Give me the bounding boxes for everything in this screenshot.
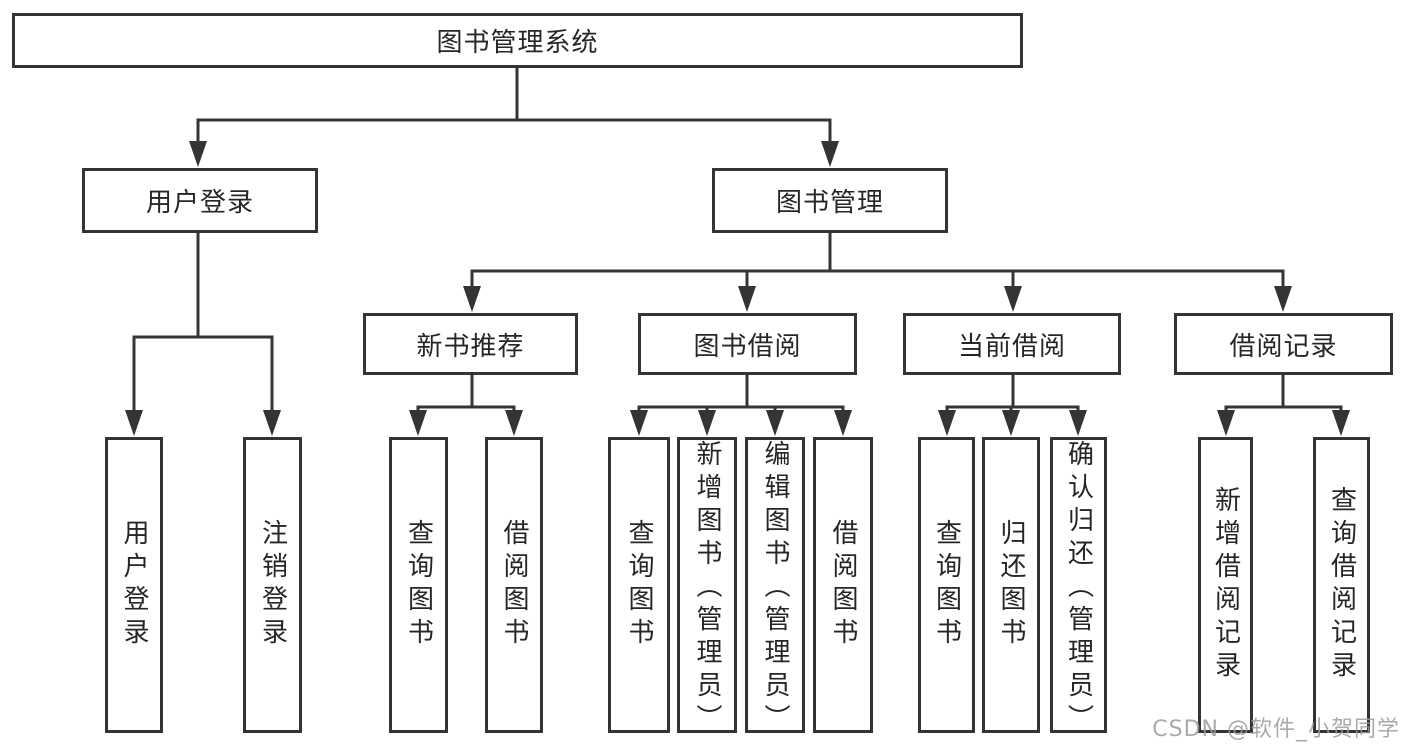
arrowhead-icon (1332, 410, 1350, 436)
arrowhead-icon (189, 141, 207, 167)
arrowhead-icon (409, 410, 427, 436)
leaf-borrow-edit-books-admin: 编辑图书（管理员） (745, 437, 805, 737)
leaf-borrow-add-books-admin: 新增图书（管理员） (677, 437, 737, 737)
leaf-logout: 注销登录 (243, 437, 302, 733)
arrowhead-icon (834, 410, 852, 436)
arrowhead-icon (505, 410, 523, 436)
arrowhead-icon (821, 141, 839, 167)
arrowhead-icon (1002, 410, 1020, 436)
arrowhead-icon (630, 410, 648, 436)
leaf-current-confirm-return-admin: 确认归还（管理员） (1050, 437, 1107, 737)
arrowhead-icon (125, 410, 143, 436)
node-current-borrow: 当前借阅 (903, 313, 1121, 375)
arrowhead-icon (463, 286, 481, 312)
leaf-borrow-query-books: 查询图书 (608, 437, 670, 733)
node-borrow-records: 借阅记录 (1174, 313, 1393, 375)
node-book-management: 图书管理 (712, 168, 948, 233)
node-user-login: 用户登录 (82, 168, 318, 233)
arrowhead-icon (1274, 286, 1292, 312)
arrowhead-icon (698, 410, 716, 436)
node-book-borrow: 图书借阅 (638, 313, 857, 375)
leaf-newbook-borrow-books: 借阅图书 (485, 437, 543, 733)
arrowhead-icon (1217, 410, 1235, 436)
leaf-records-query-record: 查询借阅记录 (1313, 437, 1370, 733)
csdn-watermark: CSDN @软件_小贺同学 (1152, 717, 1400, 742)
leaf-borrow-borrow-books: 借阅图书 (813, 437, 873, 733)
arrowhead-icon (738, 286, 756, 312)
node-new-book-recommend: 新书推荐 (363, 313, 578, 375)
leaf-current-return-books: 归还图书 (982, 437, 1040, 733)
arrowhead-icon (1004, 286, 1022, 312)
leaf-user-login: 用户登录 (105, 437, 163, 733)
leaf-current-query-books: 查询图书 (918, 437, 975, 733)
node-root: 图书管理系统 (12, 13, 1023, 68)
arrowhead-icon (1069, 410, 1087, 436)
leaf-newbook-query-books: 查询图书 (389, 437, 448, 733)
arrowhead-icon (938, 410, 956, 436)
arrowhead-icon (766, 410, 784, 436)
leaf-records-add-record: 新增借阅记录 (1198, 437, 1253, 733)
arrowhead-icon (263, 410, 281, 436)
